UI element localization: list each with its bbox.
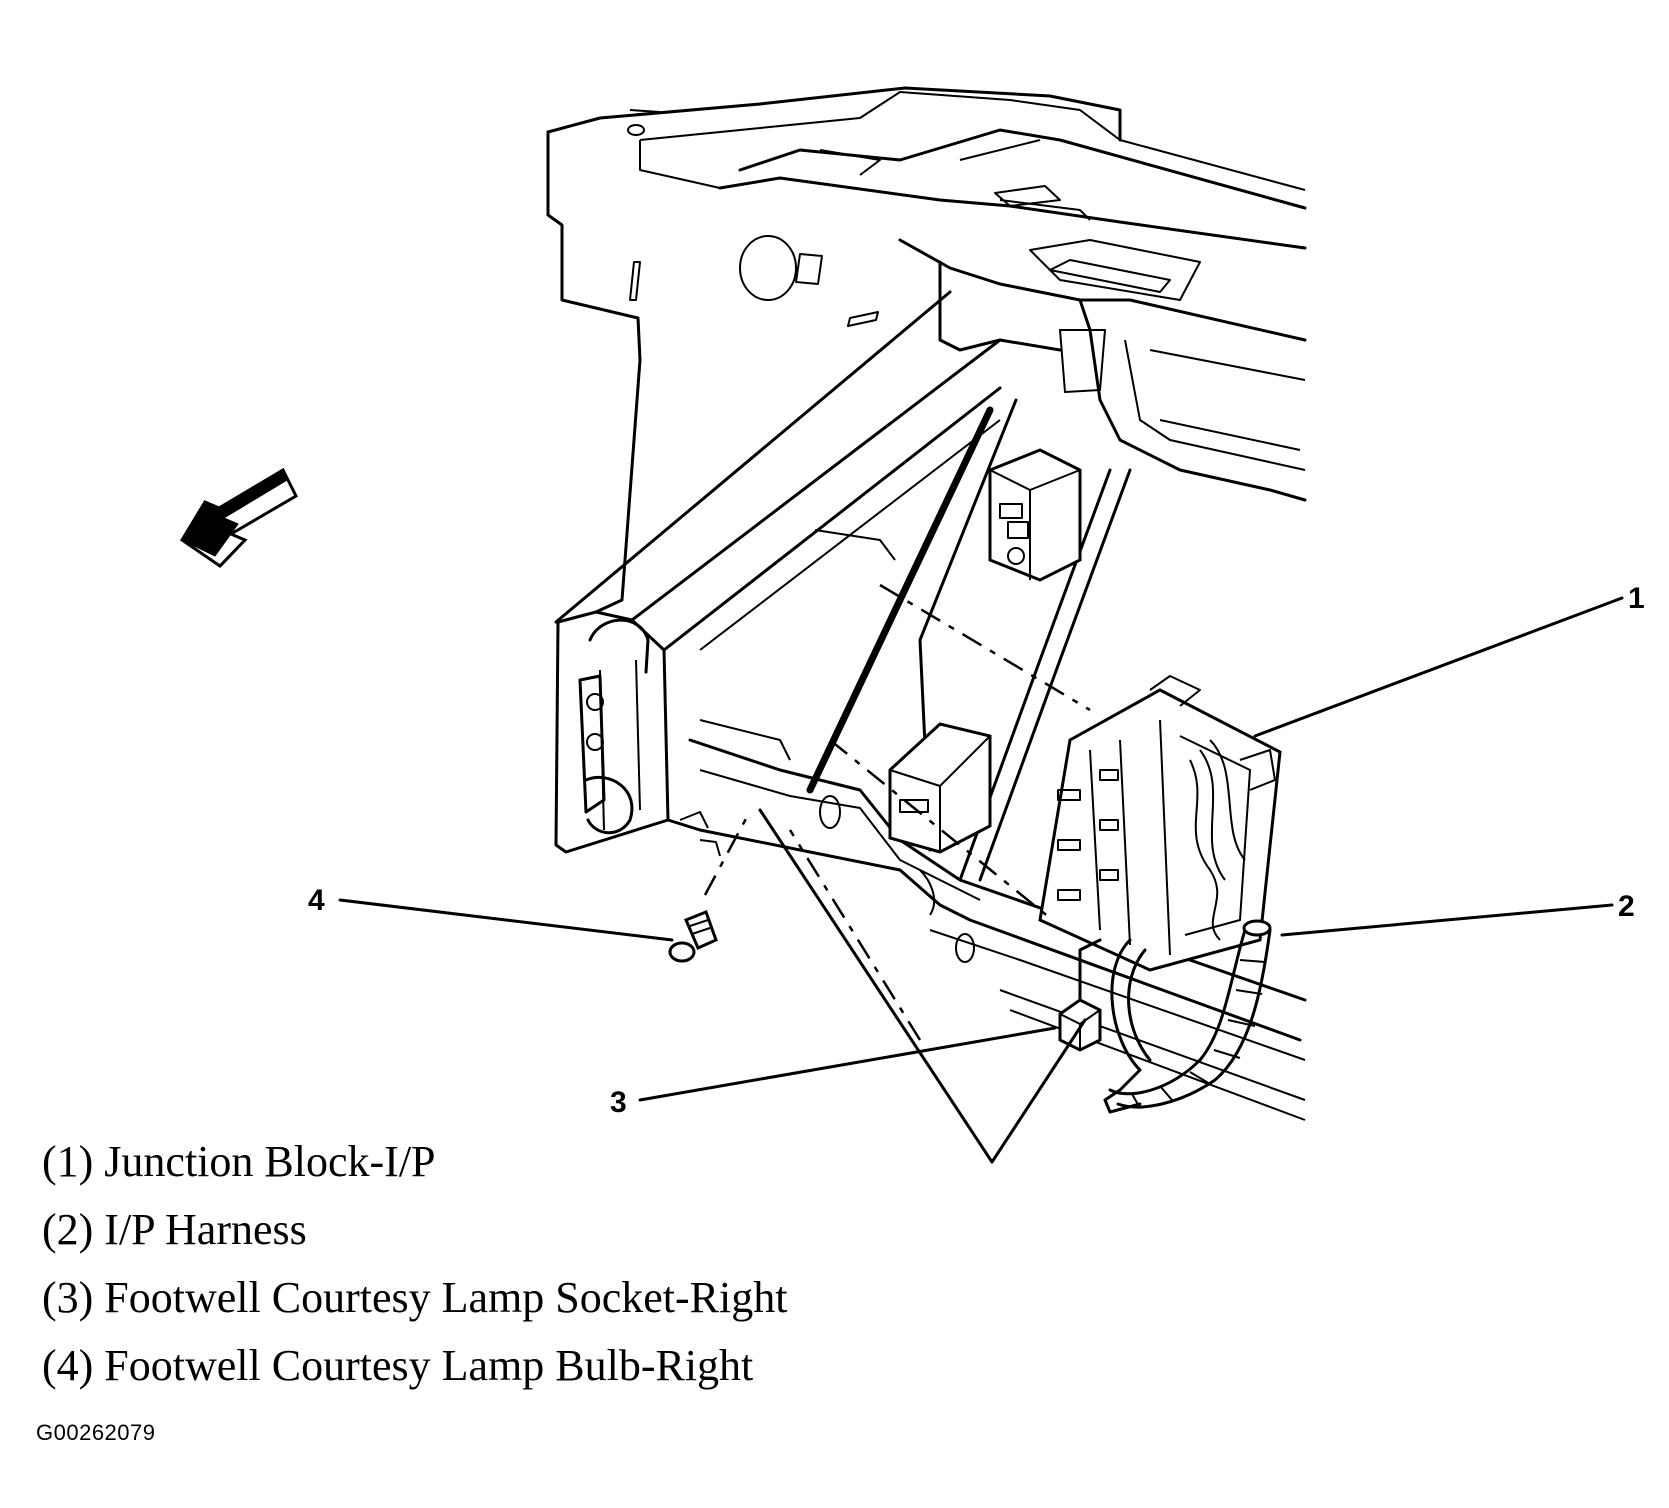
- footwell-lamp-bulb-right: [668, 910, 718, 963]
- junction-block-ip: [1038, 675, 1282, 972]
- callout-4: 4: [308, 884, 325, 917]
- callout-1: 1: [1628, 582, 1645, 615]
- figure-id: G00262079: [36, 1420, 156, 1445]
- callout-3: 3: [610, 1086, 627, 1119]
- location-indicator: [758, 808, 1087, 1164]
- callout-2: 2: [1618, 890, 1635, 923]
- ip-relay-lower: [888, 722, 992, 854]
- leader-lines: [338, 596, 1624, 1102]
- legend-item: (4) Footwell Courtesy Lamp Bulb-Right: [42, 1341, 754, 1390]
- component-legend: (1) Junction Block-I/P (2) I/P Harness (…: [42, 1128, 787, 1400]
- ip-harness: [1103, 919, 1272, 1114]
- forward-arrow-icon: [179, 467, 298, 568]
- legend-item: (2) I/P Harness: [42, 1205, 307, 1254]
- legend-item: (1) Junction Block-I/P: [42, 1137, 436, 1186]
- assembly-lines: [703, 583, 1091, 1041]
- legend-item: (3) Footwell Courtesy Lamp Socket-Right: [42, 1273, 788, 1322]
- instrument-panel-carrier: [546, 86, 1307, 1121]
- ip-module-upper: [988, 448, 1082, 582]
